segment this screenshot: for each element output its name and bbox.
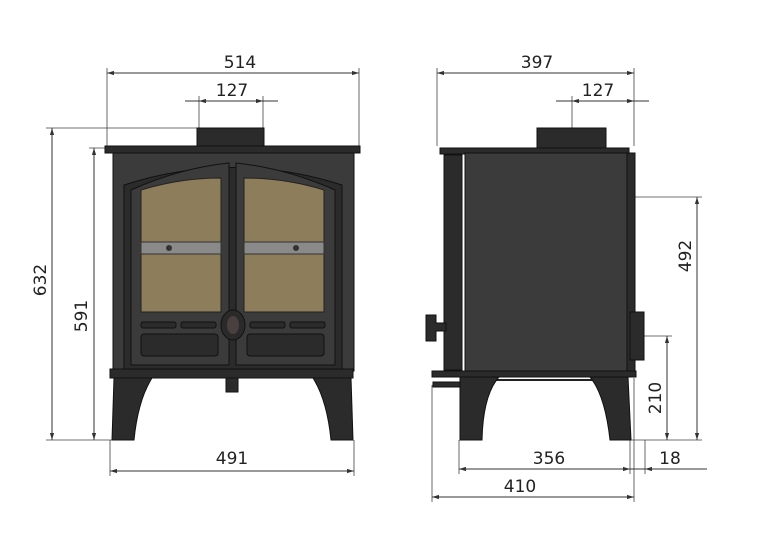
dim-front-flue: 127 — [216, 81, 248, 101]
front-right-leg — [312, 377, 354, 441]
front-view: 514 127 632 591 491 — [31, 53, 361, 476]
rear-outlet — [629, 311, 645, 361]
side-view: 397 127 492 210 356 18 410 — [425, 53, 707, 502]
front-top-plate — [104, 145, 361, 154]
front-flue-collar — [196, 127, 265, 149]
dim-front-width: 514 — [224, 53, 256, 73]
dim-front-body-height: 591 — [72, 300, 92, 332]
right-louvre — [246, 333, 325, 357]
ashpan-control — [225, 377, 239, 393]
side-front-leg — [459, 376, 501, 441]
side-body — [464, 152, 629, 373]
dim-front-leg-span: 491 — [216, 449, 248, 469]
dim-leg-depth: 356 — [533, 449, 565, 469]
side-rear-leg — [588, 376, 632, 441]
dim-rear-offset: 18 — [659, 449, 681, 469]
left-louvre — [140, 333, 219, 357]
side-flue-collar — [536, 127, 607, 151]
right-glass-bar — [243, 241, 325, 255]
dim-side-flue-offset: 127 — [582, 81, 614, 101]
dim-total-depth: 410 — [504, 477, 536, 497]
dim-side-depth: 397 — [521, 53, 553, 73]
front-base — [109, 368, 354, 379]
dim-front-height: 632 — [31, 264, 51, 296]
dim-rear-outlet-height: 492 — [676, 240, 696, 272]
dim-lower-outlet-height: 210 — [646, 382, 666, 414]
side-door-handle — [425, 314, 447, 342]
riddler-rod — [432, 381, 464, 388]
front-left-leg — [111, 377, 153, 441]
side-door-edge — [443, 154, 463, 371]
side-base — [431, 370, 637, 378]
left-glass-bar — [140, 241, 222, 255]
